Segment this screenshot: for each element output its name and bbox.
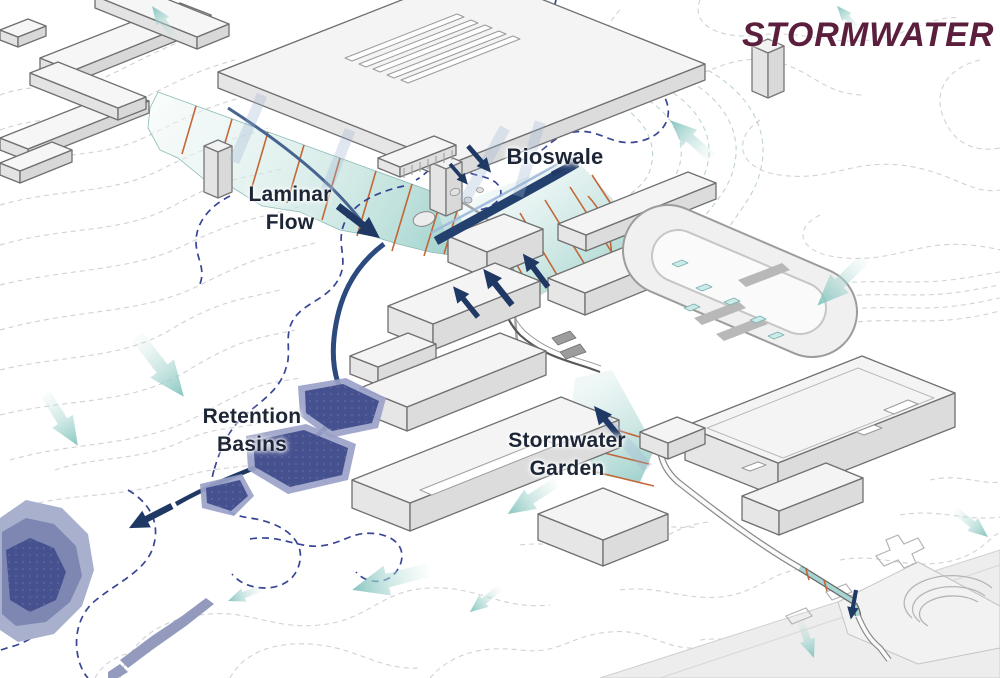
label-laminar-line2: Flow [265,210,315,234]
bioswale-channel [433,159,580,245]
building-racetrack [622,204,858,358]
label-retention-line2: Basins [216,432,288,456]
building-center-cluster [349,171,717,432]
retention-basins [200,378,386,516]
spine-station-boxes [551,330,587,360]
bioswale-channel-highlight [430,153,573,235]
label-garden-line2: Garden [529,456,605,480]
runoff-sheet-arrows [228,92,653,472]
label-retention-line1: Retention [202,405,302,428]
label-stormwater-garden: Stormwater Garden [498,427,636,482]
stream-ribbon [120,598,214,668]
roof-skylight-strips [344,13,521,84]
label-bioswale: Bioswale [500,142,610,171]
amphitheater-arcs [903,575,993,627]
building-east-hall [639,355,956,536]
pond [0,500,214,678]
building-ribbed-pavilion [377,135,457,178]
laminar-flow-line [227,106,367,227]
buildings [0,0,956,567]
label-laminar-line1: Laminar [248,183,332,206]
courtyard-ramps [694,263,790,341]
boulders [412,187,484,227]
skylight-boxes [671,259,785,340]
label-retention-basins: Retention Basins [183,403,321,458]
footprint-outlines [785,534,925,625]
label-laminar-flow: Laminar Flow [238,181,342,236]
label-bioswale-text: Bioswale [506,144,604,169]
label-garden-line1: Stormwater [508,429,626,452]
page-title: STORMWATER [742,16,995,54]
building-south-bar [351,396,669,567]
